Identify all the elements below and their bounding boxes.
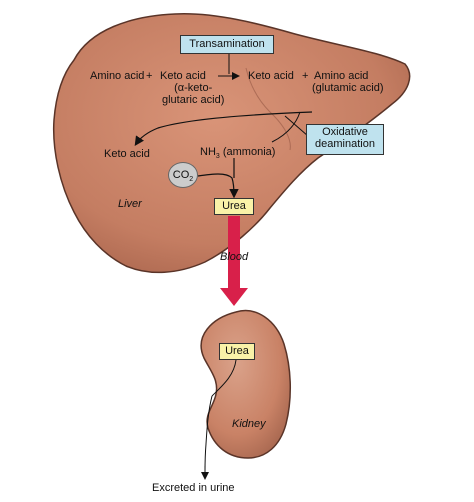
keto-acid-note: (α-keto- glutaric acid) xyxy=(162,82,225,106)
nh3-formula: NH3 xyxy=(200,146,220,161)
plus-right: + xyxy=(302,70,309,82)
liver-shape xyxy=(52,13,411,274)
keto-acid-left: Keto acid xyxy=(160,70,206,82)
ureter-line xyxy=(204,395,213,473)
co2-subscript: 2 xyxy=(189,176,194,184)
deamination-arrow xyxy=(134,111,313,146)
co2-circle: CO2 xyxy=(168,162,198,188)
transamination-box: Transamination xyxy=(180,35,274,54)
co2-to-urea-line xyxy=(197,173,239,199)
kidney-shape xyxy=(200,309,291,459)
amino-acid-note: (glutamic acid) xyxy=(312,82,384,94)
blood-label: Blood xyxy=(220,251,249,263)
liver-lobe-line xyxy=(245,67,291,151)
keto-acid-right: Keto acid xyxy=(248,70,294,82)
ammonia-arrow xyxy=(271,111,301,143)
oxidative-deamination-box: Oxidative deamination xyxy=(306,124,384,155)
kidney-label: Kidney xyxy=(232,418,266,430)
excreted-label: Excreted in urine xyxy=(152,482,235,494)
liver-label: Liver xyxy=(118,198,142,210)
oxidative-pointer xyxy=(284,115,309,137)
amino-acid-left: Amino acid xyxy=(90,70,145,82)
ammonia-text: (ammonia) xyxy=(222,146,276,158)
co2-text: CO xyxy=(172,169,190,181)
keto-acid-output: Keto acid xyxy=(104,148,150,160)
plus-left: + xyxy=(146,70,153,82)
urea-kidney-box: Urea xyxy=(219,343,255,360)
amino-acid-right: Amino acid xyxy=(314,70,369,82)
nh3-label: NH3 (ammonia) xyxy=(200,146,275,163)
blood-arrow-head xyxy=(220,288,248,306)
urea-liver-box: Urea xyxy=(214,198,254,215)
urea-to-urine-line xyxy=(211,359,237,397)
blood-arrow-shaft xyxy=(228,216,240,292)
